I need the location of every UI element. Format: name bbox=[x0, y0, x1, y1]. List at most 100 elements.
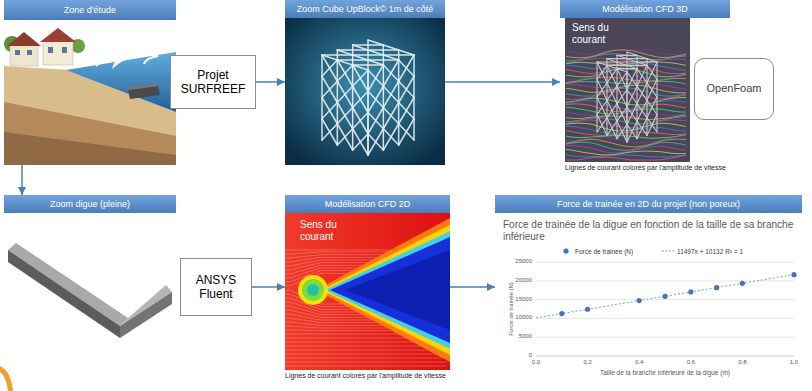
coast-illustration bbox=[40, 28, 76, 42]
panel-title: Zoom digue (pleine) bbox=[50, 199, 130, 209]
streamline bbox=[285, 350, 447, 351]
cube-lattice bbox=[597, 62, 607, 83]
chart-plot bbox=[714, 285, 719, 290]
axis-tick: 0.4 bbox=[627, 359, 651, 366]
cube-lattice bbox=[367, 70, 369, 155]
cube-lattice bbox=[322, 103, 337, 119]
software-box: ANSYS Fluent bbox=[180, 258, 252, 316]
cube-lattice bbox=[627, 69, 637, 90]
chart-plot bbox=[662, 294, 667, 299]
cube-lattice bbox=[353, 129, 368, 155]
cube-lattice bbox=[337, 60, 339, 145]
cube-lattice bbox=[353, 113, 368, 129]
cube-lattice bbox=[383, 55, 385, 65]
cube-lattice bbox=[367, 60, 369, 70]
cube-lattice bbox=[337, 60, 352, 86]
box-label: OpenFoam bbox=[706, 82, 761, 95]
cube-lattice bbox=[606, 65, 607, 135]
legend-label: Force de trainée (N) bbox=[575, 248, 633, 255]
axis-tick: 5000 bbox=[496, 333, 532, 340]
streamline bbox=[566, 135, 686, 139]
flow-arrow bbox=[256, 81, 285, 83]
logo bbox=[0, 366, 13, 391]
dike-illustration bbox=[120, 292, 172, 338]
cube-lattice bbox=[617, 90, 627, 104]
coast-illustration bbox=[27, 50, 32, 55]
streamline bbox=[566, 50, 686, 58]
cube-lattice bbox=[322, 98, 337, 124]
cube-lattice bbox=[597, 80, 607, 101]
dike-illustration bbox=[8, 250, 120, 338]
cube-lattice bbox=[636, 69, 637, 139]
cube-lattice bbox=[597, 118, 607, 132]
box-label: Projet SURFREEF bbox=[175, 68, 251, 97]
cube-lattice bbox=[617, 104, 627, 125]
streamline bbox=[566, 50, 686, 160]
chart-plot bbox=[536, 299, 794, 300]
streamline bbox=[566, 156, 686, 160]
dike-illustration bbox=[8, 243, 128, 326]
cube-lattice bbox=[647, 115, 657, 136]
cube-lattice bbox=[616, 55, 617, 62]
cube-lattice bbox=[353, 134, 368, 150]
cube-lattice bbox=[597, 65, 607, 79]
cube-lattice bbox=[337, 50, 339, 60]
legend-marker bbox=[560, 247, 572, 255]
study-zone-panel: Zone d'étude bbox=[4, 0, 176, 165]
cfd3d-illustration bbox=[565, 18, 690, 162]
cube-lattice bbox=[352, 55, 354, 65]
streamline bbox=[285, 366, 447, 367]
cfd2d-illustration bbox=[345, 250, 450, 330]
cfd3d-illustration bbox=[565, 18, 690, 162]
flow-arrow bbox=[445, 81, 560, 83]
streamline bbox=[566, 126, 686, 133]
cfd2d-illustration bbox=[285, 213, 450, 370]
cube-lattice bbox=[626, 72, 627, 142]
cube-lattice bbox=[597, 83, 607, 97]
streamline bbox=[285, 354, 447, 355]
cube-lattice bbox=[399, 98, 414, 124]
cube-lattice bbox=[656, 62, 657, 132]
coast-illustration bbox=[15, 50, 20, 55]
streamline bbox=[566, 92, 686, 100]
cube-lattice bbox=[353, 108, 368, 134]
cube-lattice bbox=[322, 40, 414, 70]
axis-tick: 25000 bbox=[496, 258, 532, 265]
streamline bbox=[566, 142, 686, 150]
cube-lattice bbox=[322, 55, 368, 155]
cube-lattice bbox=[322, 55, 337, 81]
cube-lattice bbox=[607, 86, 617, 100]
coast-illustration bbox=[7, 32, 41, 46]
coast-illustration bbox=[4, 20, 176, 165]
cube-lattice bbox=[617, 121, 627, 142]
cube-lattice bbox=[368, 108, 383, 134]
cube-lattice bbox=[321, 55, 323, 140]
axis-title: Force de trainée (N) bbox=[508, 282, 515, 336]
streamline bbox=[566, 146, 686, 153]
cube-lattice bbox=[337, 81, 352, 107]
cube-lattice bbox=[636, 62, 637, 69]
chart-plot bbox=[791, 272, 796, 277]
cube-illustration bbox=[285, 18, 445, 165]
cfd2d-illustration bbox=[302, 279, 324, 301]
chart-plot bbox=[536, 262, 794, 263]
legend-entry: Force de trainée (N) bbox=[560, 247, 633, 255]
cube-lattice bbox=[367, 40, 369, 50]
flow-arrow bbox=[21, 165, 23, 195]
cube-lattice bbox=[617, 72, 627, 86]
cube-lattice bbox=[627, 121, 637, 142]
cube-panel: Zoom Cube UpBlock© 1m de côté bbox=[285, 0, 445, 165]
coast-illustration bbox=[10, 44, 38, 66]
cube-lattice bbox=[322, 40, 414, 155]
cfd2d-illustration bbox=[321, 225, 450, 355]
coast-illustration bbox=[4, 132, 176, 165]
legend-marker bbox=[662, 251, 674, 252]
dike-panel: Zoom digue (pleine) bbox=[4, 195, 176, 345]
flow-direction-label: Sens du courant bbox=[300, 219, 356, 242]
cube-lattice bbox=[353, 91, 368, 107]
cube-lattice bbox=[368, 129, 383, 155]
cube-illustration bbox=[285, 18, 445, 165]
cube-lattice bbox=[626, 72, 627, 142]
coast-illustration bbox=[126, 83, 158, 90]
chart-plot bbox=[536, 337, 794, 338]
